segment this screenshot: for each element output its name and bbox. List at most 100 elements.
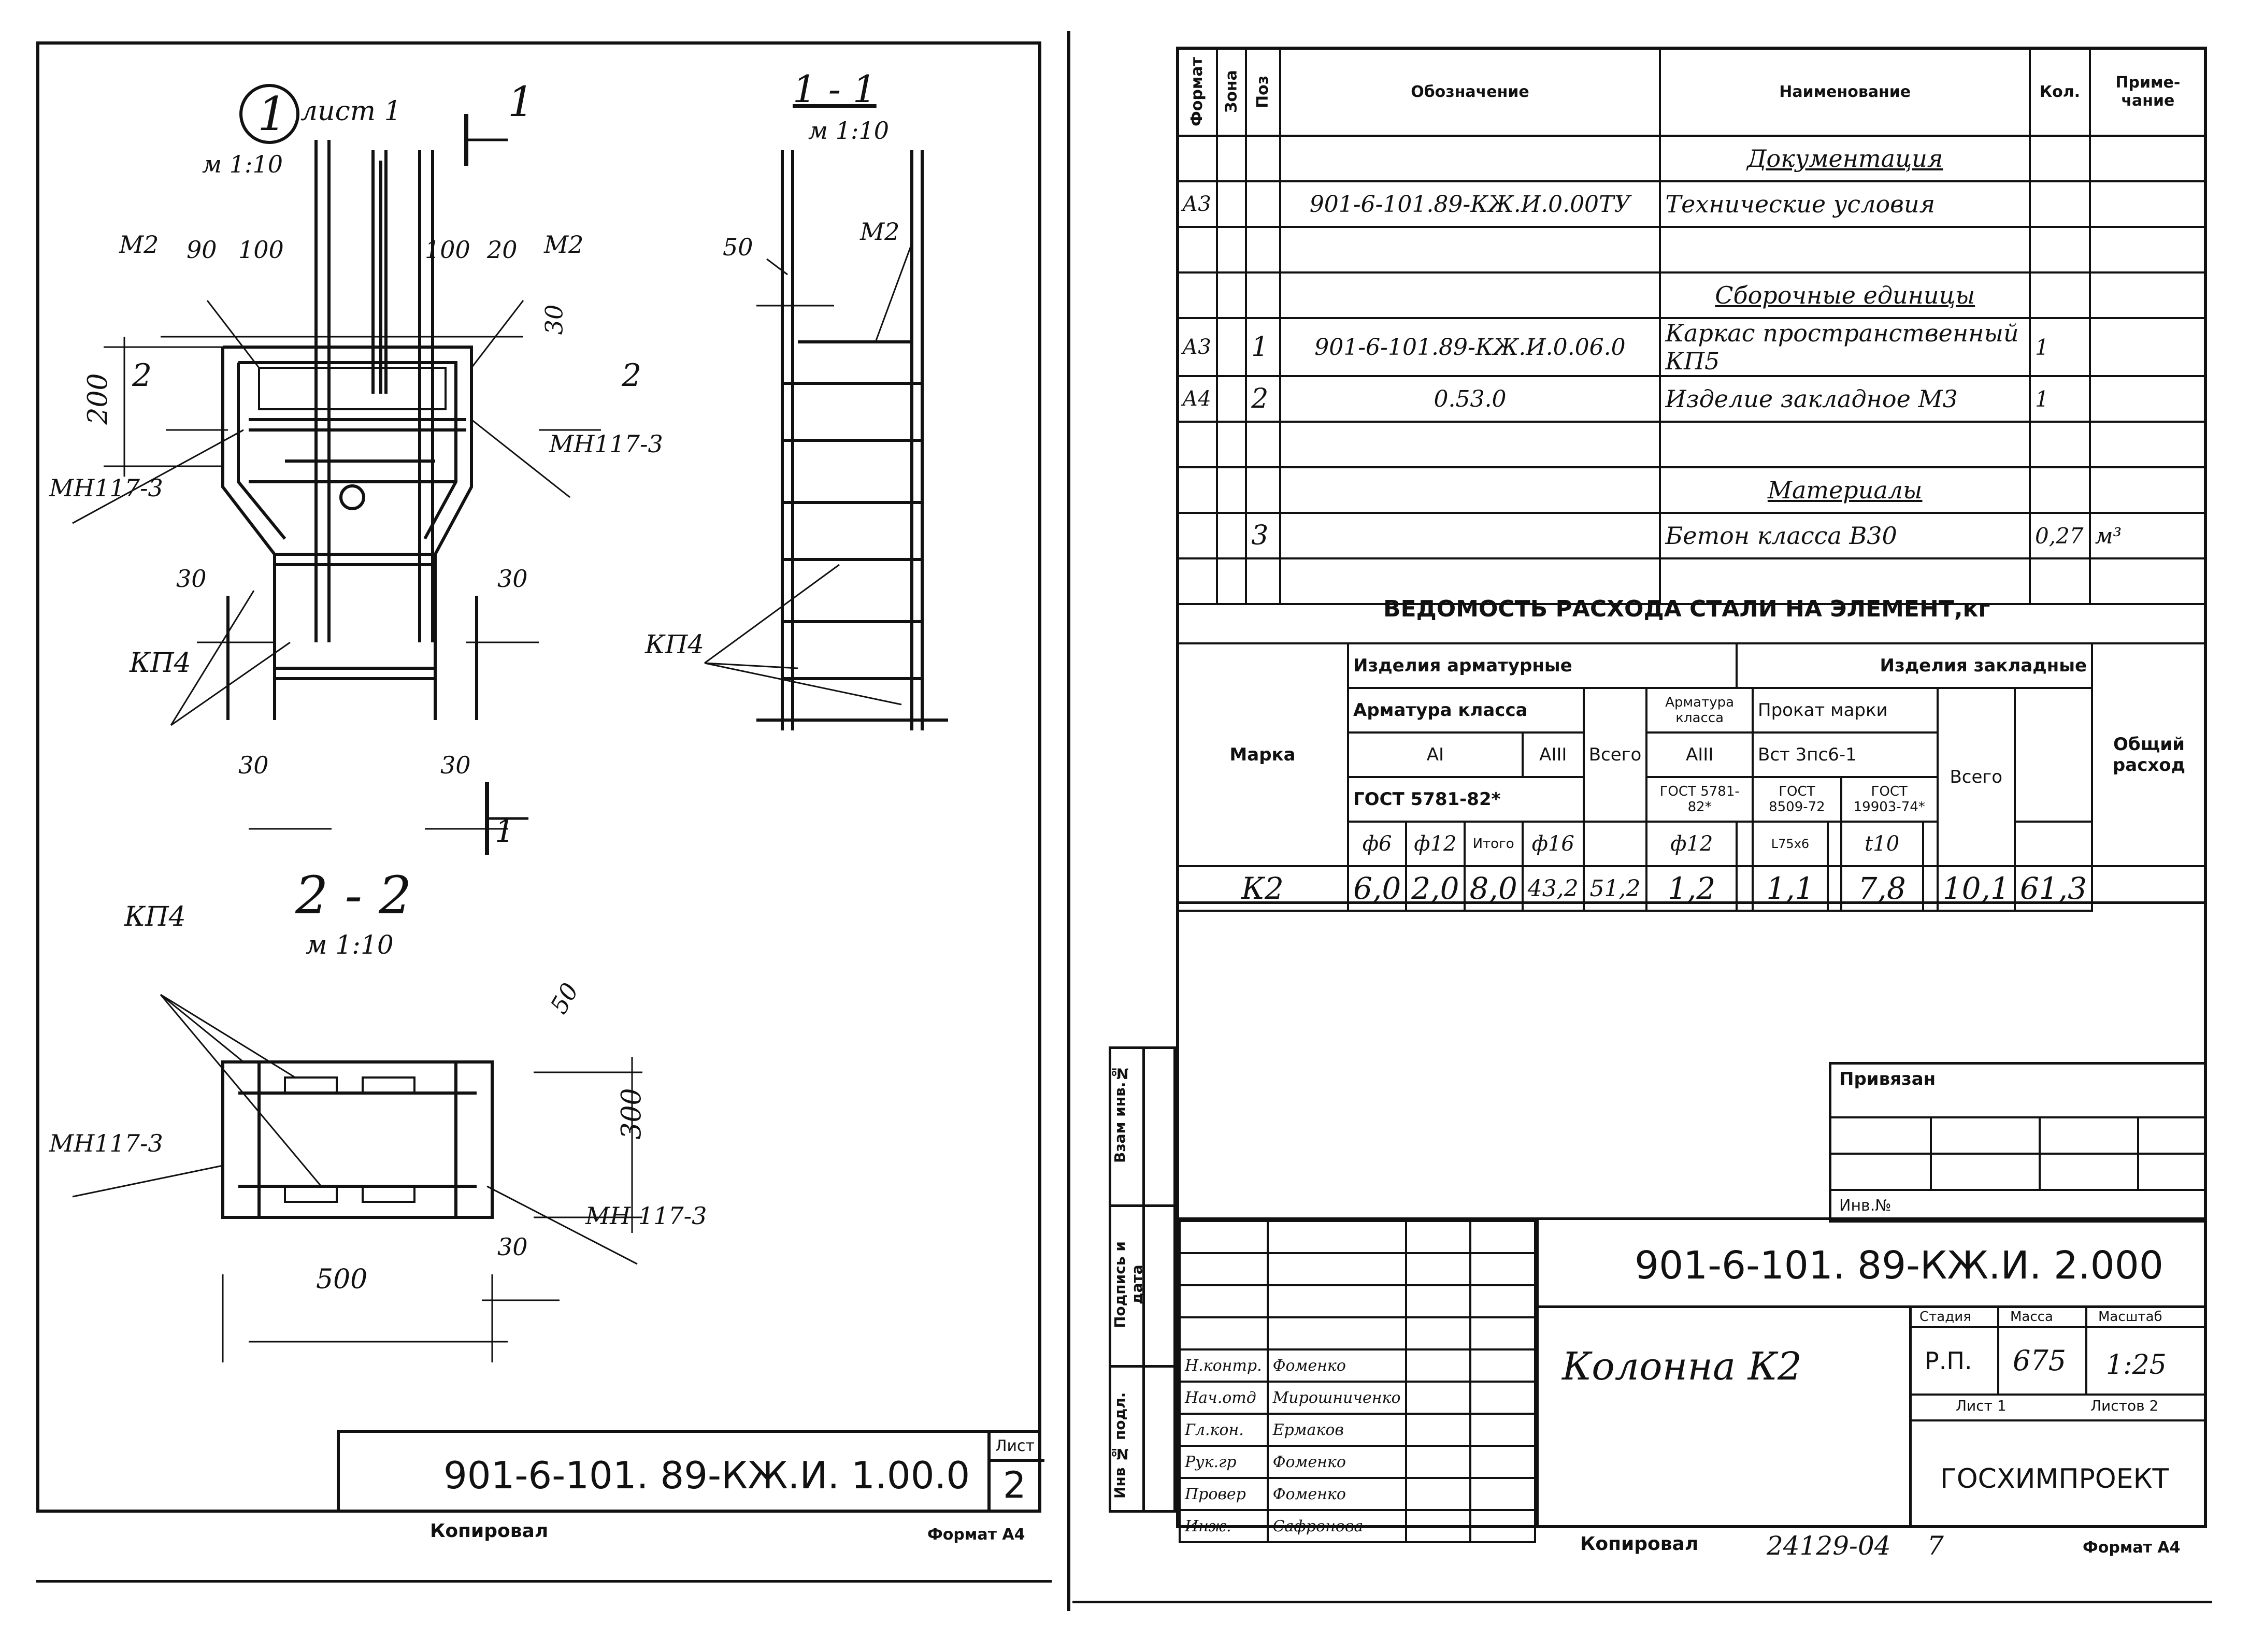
spec-row: Материалы <box>1176 466 2208 514</box>
hdr-note: Приме- чание <box>2088 47 2208 137</box>
person-date <box>1469 1477 1536 1511</box>
class-a3b: АIII <box>1645 731 1754 778</box>
dim-30-bottom-right: 30 <box>440 751 471 779</box>
side-stamp: Взам инв.№ Подпись и дата Инв № подл. <box>1109 1046 1176 1513</box>
sheet2-order-num: 7 <box>1927 1531 1944 1561</box>
person-name: Фоменко <box>1266 1348 1407 1383</box>
dim-100-left: 100 <box>238 236 284 264</box>
view22-scale: м 1:10 <box>306 930 394 960</box>
dim-m2-left: М2 <box>119 231 159 258</box>
gost-5781b: ГОСТ 5781-82* <box>1645 776 1754 823</box>
hdr-name: Наименование <box>1659 47 2031 137</box>
dim-30-bottom-left: 30 <box>238 751 269 779</box>
spec-qty <box>2028 271 2091 319</box>
sheet1-format: Формат А4 <box>927 1526 1025 1544</box>
view22-mn117-right: МН 117-3 <box>585 1202 707 1230</box>
spec-table: Формат Зона Поз Обозначение Наименование… <box>1176 47 2208 605</box>
dia-16: ф16 <box>1521 821 1585 867</box>
spec-qty: 0,27 <box>2028 512 2091 559</box>
view22-title: 2 - 2 <box>295 865 412 926</box>
spec-zone <box>1216 512 1248 559</box>
person-role: Гл.кон. <box>1179 1413 1269 1447</box>
spec-format: А3 <box>1176 180 1219 228</box>
spec-zone <box>1216 317 1248 377</box>
gost-19903: ГОСТ 19903-74* <box>1840 776 1939 823</box>
spec-designation <box>1279 557 1661 605</box>
emb-prokat: Прокат марки <box>1752 687 1939 734</box>
col-total: Общий расход <box>2091 642 2207 867</box>
view11-title: 1 - 1 <box>793 67 877 111</box>
stage-value: Р.П. <box>1925 1347 1972 1375</box>
arm-class: Арматура класса <box>1347 687 1585 734</box>
itogo: Итого <box>1463 821 1524 867</box>
org-name: ГОСХИМПРОЕКТ <box>1940 1463 2169 1495</box>
sheet2-copied: Копировал <box>1580 1533 1699 1555</box>
dim-90: 90 <box>187 236 217 264</box>
sheet1-sheet-label: Лист <box>995 1437 1035 1455</box>
scale-label: Масштаб <box>2098 1309 2162 1325</box>
val-6: 1,2 <box>1645 865 1738 912</box>
spec-pos <box>1245 135 1281 182</box>
spec-name: Технические условия <box>1659 180 2031 228</box>
stage-label: Стадия <box>1919 1309 1971 1325</box>
spec-format <box>1176 512 1219 559</box>
page-divider <box>1067 31 1070 1611</box>
spec-designation <box>1279 512 1661 559</box>
col-marka: Марка <box>1176 642 1349 867</box>
label-mn117-right: МН117-3 <box>549 430 663 458</box>
dia-12b: ф12 <box>1645 821 1738 867</box>
sheet1-copied: Копировал <box>430 1520 549 1542</box>
val-8: 7,8 <box>1840 865 1924 912</box>
spec-format: А4 <box>1176 375 1219 423</box>
emb-arm-class: Арматура класса <box>1645 687 1754 734</box>
person-name: Ермаков <box>1266 1413 1407 1447</box>
spec-row <box>1176 557 2208 605</box>
hdr-format: Формат <box>1177 48 1217 136</box>
person-name: Мирошниченко <box>1266 1381 1407 1415</box>
sheet1-sheet-num: 2 <box>1003 1464 1026 1506</box>
spec-name: Документация <box>1659 135 2031 182</box>
person-role: Н.контр. <box>1179 1348 1269 1383</box>
spec-note <box>2088 375 2208 423</box>
spec-designation: 0.53.0 <box>1279 375 1661 423</box>
spec-zone <box>1216 421 1248 468</box>
view11-scale: м 1:10 <box>808 117 890 145</box>
spec-format <box>1176 135 1219 182</box>
spec-zone <box>1216 557 1248 605</box>
spec-designation <box>1279 271 1661 319</box>
spec-name: Сборочные единицы <box>1659 271 2031 319</box>
privyazan-label: Привязан <box>1839 1069 1936 1089</box>
spec-name <box>1659 226 2031 274</box>
spec-pos <box>1245 180 1281 228</box>
val-5: 51,2 <box>1582 865 1648 912</box>
dim-100-right: 100 <box>425 236 470 264</box>
spec-note: м³ <box>2088 512 2208 559</box>
sheet1-stamp: 901-6-101. 89-КЖ.И. 1.00.0 Лист 2 <box>337 1430 1044 1513</box>
spec-note <box>2088 180 2208 228</box>
spec-designation: 901-6-101.89-КЖ.И.0.00ТУ <box>1279 180 1661 228</box>
spec-note <box>2088 226 2208 274</box>
val-3: 8,0 <box>1463 865 1524 912</box>
spec-name: Изделие закладное М3 <box>1659 375 2031 423</box>
spec-qty <box>2028 557 2091 605</box>
steel-table: Марка Изделия арматурные Изделия закладн… <box>1176 642 2207 912</box>
label-kp4: КП4 <box>130 648 191 679</box>
spec-note <box>2088 557 2208 605</box>
side-vzam: Взам инв.№ <box>1111 1065 1128 1163</box>
spec-qty <box>2028 421 2091 468</box>
spec-qty <box>2028 135 2091 182</box>
view1-sheet-ref: лист 1 <box>300 96 402 127</box>
spec-zone <box>1216 135 1248 182</box>
side-podpis: Подпись и дата <box>1111 1241 1145 1328</box>
class-a1: АI <box>1347 731 1524 778</box>
spec-pos <box>1245 421 1281 468</box>
emb-vsego: Всего <box>1936 687 2016 867</box>
spec-pos <box>1245 226 1281 274</box>
spec-zone <box>1216 180 1248 228</box>
row-mark: К2 <box>1176 865 1349 912</box>
hdr-zone: Зона <box>1217 48 1246 136</box>
section-2-left: 2 <box>132 357 152 394</box>
person-date <box>1469 1381 1536 1415</box>
spec-note <box>2088 135 2208 182</box>
view22-mn117-left: МН117-3 <box>49 1129 163 1157</box>
